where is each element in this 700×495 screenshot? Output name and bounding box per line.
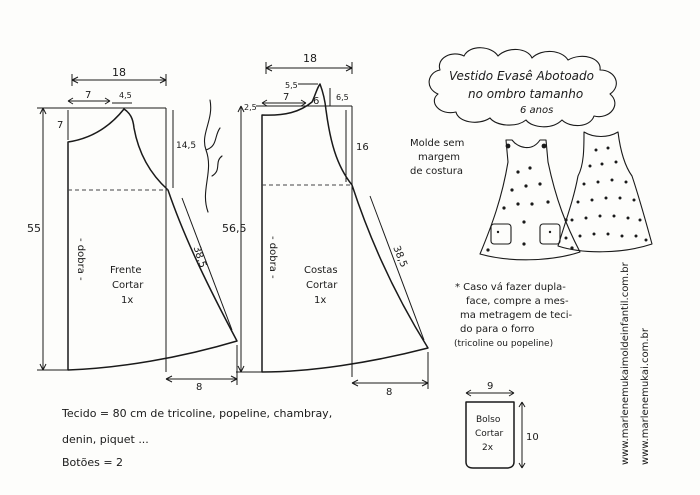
- back-side-arrow: [369, 195, 425, 341]
- title-line3: 6 anos: [520, 105, 553, 116]
- materials-line1: Tecido = 80 cm de tricoline, popeline, c…: [61, 407, 332, 420]
- front-pattern-piece: [37, 74, 238, 385]
- front-dim-neckdrop: 7: [57, 120, 63, 131]
- pocket-label-name: Bolso: [476, 415, 501, 425]
- lining-note-line1: * Caso vá fazer dupla-: [455, 281, 566, 293]
- title-cloud-outline: [428, 47, 617, 128]
- front-flare-arrowheads: [165, 375, 238, 383]
- pocket-height-arrowheads: [518, 401, 526, 469]
- back-dim-neck: 7: [283, 92, 289, 103]
- dress-front-pocket-left: [490, 223, 512, 245]
- seam-note-line2: margem: [418, 152, 460, 163]
- dress-front-button-left: [505, 143, 511, 149]
- dress-front-button-right: [541, 143, 547, 149]
- dress-back-outline: [557, 131, 653, 253]
- lining-note-line2: face, compre a mes-: [466, 296, 569, 307]
- dress-back-polka-dots: [564, 146, 648, 242]
- website-main: www.marlenemukai.com.br: [640, 327, 651, 465]
- lining-note-line3: ma metragem de teci-: [460, 310, 573, 321]
- materials-line3: Botões = 2: [62, 456, 123, 469]
- dress-front-outline: [479, 139, 581, 261]
- front-label-cut: Cortar: [112, 280, 144, 291]
- pocket-dim-height: 10: [526, 432, 539, 443]
- back-pattern-piece: [236, 62, 429, 389]
- front-dim-strap: 4,5: [119, 91, 132, 100]
- pocket-outline: [465, 401, 515, 469]
- back-neck-arrowheads: [261, 99, 307, 107]
- lining-note-line5: (tricoline ou popeline): [454, 339, 553, 349]
- pocket-width-arrowheads: [465, 389, 515, 397]
- pocket-pattern-piece: [465, 389, 526, 469]
- front-outline: [67, 108, 238, 371]
- signature-mark: [204, 99, 223, 213]
- front-dim-height: 55: [27, 222, 41, 235]
- front-dim-width: 18: [112, 66, 126, 79]
- back-dim-height: 56,5: [222, 222, 247, 235]
- signature-stroke: [204, 99, 223, 213]
- pocket-dim-width: 9: [487, 381, 493, 392]
- title-cloud: [428, 47, 617, 128]
- back-dim-neckdrop: 2,5: [244, 103, 257, 112]
- pocket-label-qty: 2x: [482, 443, 494, 453]
- lining-note-line4: do para o forro: [460, 324, 534, 335]
- back-outline: [261, 83, 429, 373]
- back-dim-strap: 6: [313, 96, 319, 107]
- front-side-arrow: [181, 197, 233, 331]
- front-dim-flare: 8: [196, 382, 202, 393]
- front-label-qty: 1x: [121, 295, 133, 306]
- back-dim-shoulder: 6,5: [336, 93, 349, 102]
- back-label-name: Costas: [304, 265, 338, 276]
- back-dim-flare: 8: [386, 387, 392, 398]
- back-dim-strapw: 5,5: [285, 81, 298, 90]
- dress-front-polka-dots: [486, 166, 574, 252]
- back-dim-width: 18: [303, 52, 317, 65]
- dress-sketch-back: [557, 131, 653, 253]
- back-dim-armhole: 16: [356, 142, 369, 153]
- title-line2: no ombro tamanho: [468, 87, 583, 101]
- dress-front-pocket-right: [539, 223, 561, 245]
- front-dim-armhole: 14,5: [176, 141, 196, 151]
- seam-note-line3: de costura: [410, 166, 463, 177]
- seam-note-line1: Molde sem: [410, 138, 464, 149]
- back-width-arrowheads: [265, 64, 353, 72]
- website-moldeinfantil: www.marlenemukaimoldeinfantil.com.br: [620, 261, 631, 465]
- front-fold-label: - dobra -: [75, 238, 86, 281]
- front-neck-arrowheads: [67, 97, 111, 105]
- front-dim-neck: 7: [85, 90, 91, 101]
- dress-sketch-front: [479, 139, 581, 261]
- back-label-cut: Cortar: [306, 280, 338, 291]
- back-fold-label: - dobra -: [267, 236, 278, 279]
- front-width-arrowheads: [71, 76, 167, 84]
- title-line1: Vestido Evasê Abotoado: [449, 69, 594, 83]
- front-label-name: Frente: [110, 265, 141, 276]
- back-label-qty: 1x: [314, 295, 326, 306]
- front-dim-side: 38,5: [191, 245, 208, 270]
- materials-line2: denin, piquet ...: [62, 433, 149, 446]
- pocket-label-cut: Cortar: [475, 429, 504, 439]
- back-flare-arrowheads: [351, 379, 429, 387]
- front-height-arrowheads: [39, 107, 47, 371]
- back-height-arrowheads: [237, 105, 245, 373]
